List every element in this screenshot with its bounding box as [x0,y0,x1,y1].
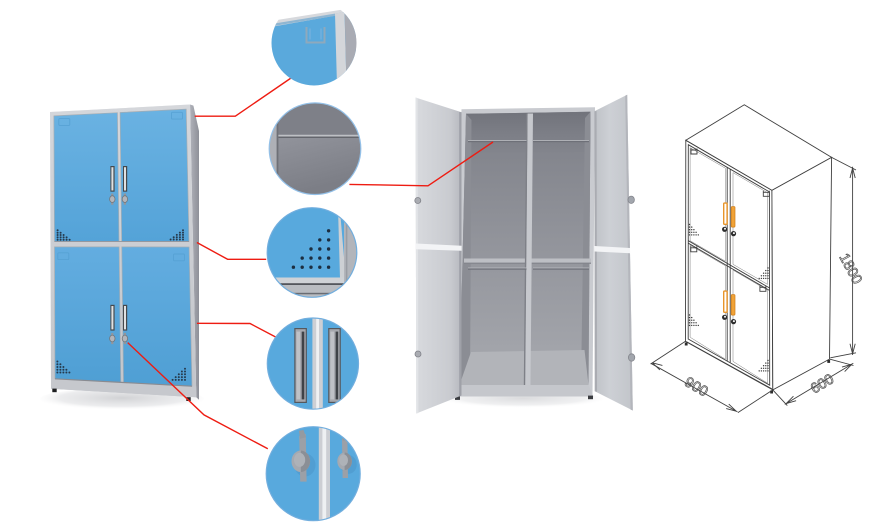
svg-text:900: 900 [682,374,711,400]
svg-text:1800: 1800 [835,251,864,287]
